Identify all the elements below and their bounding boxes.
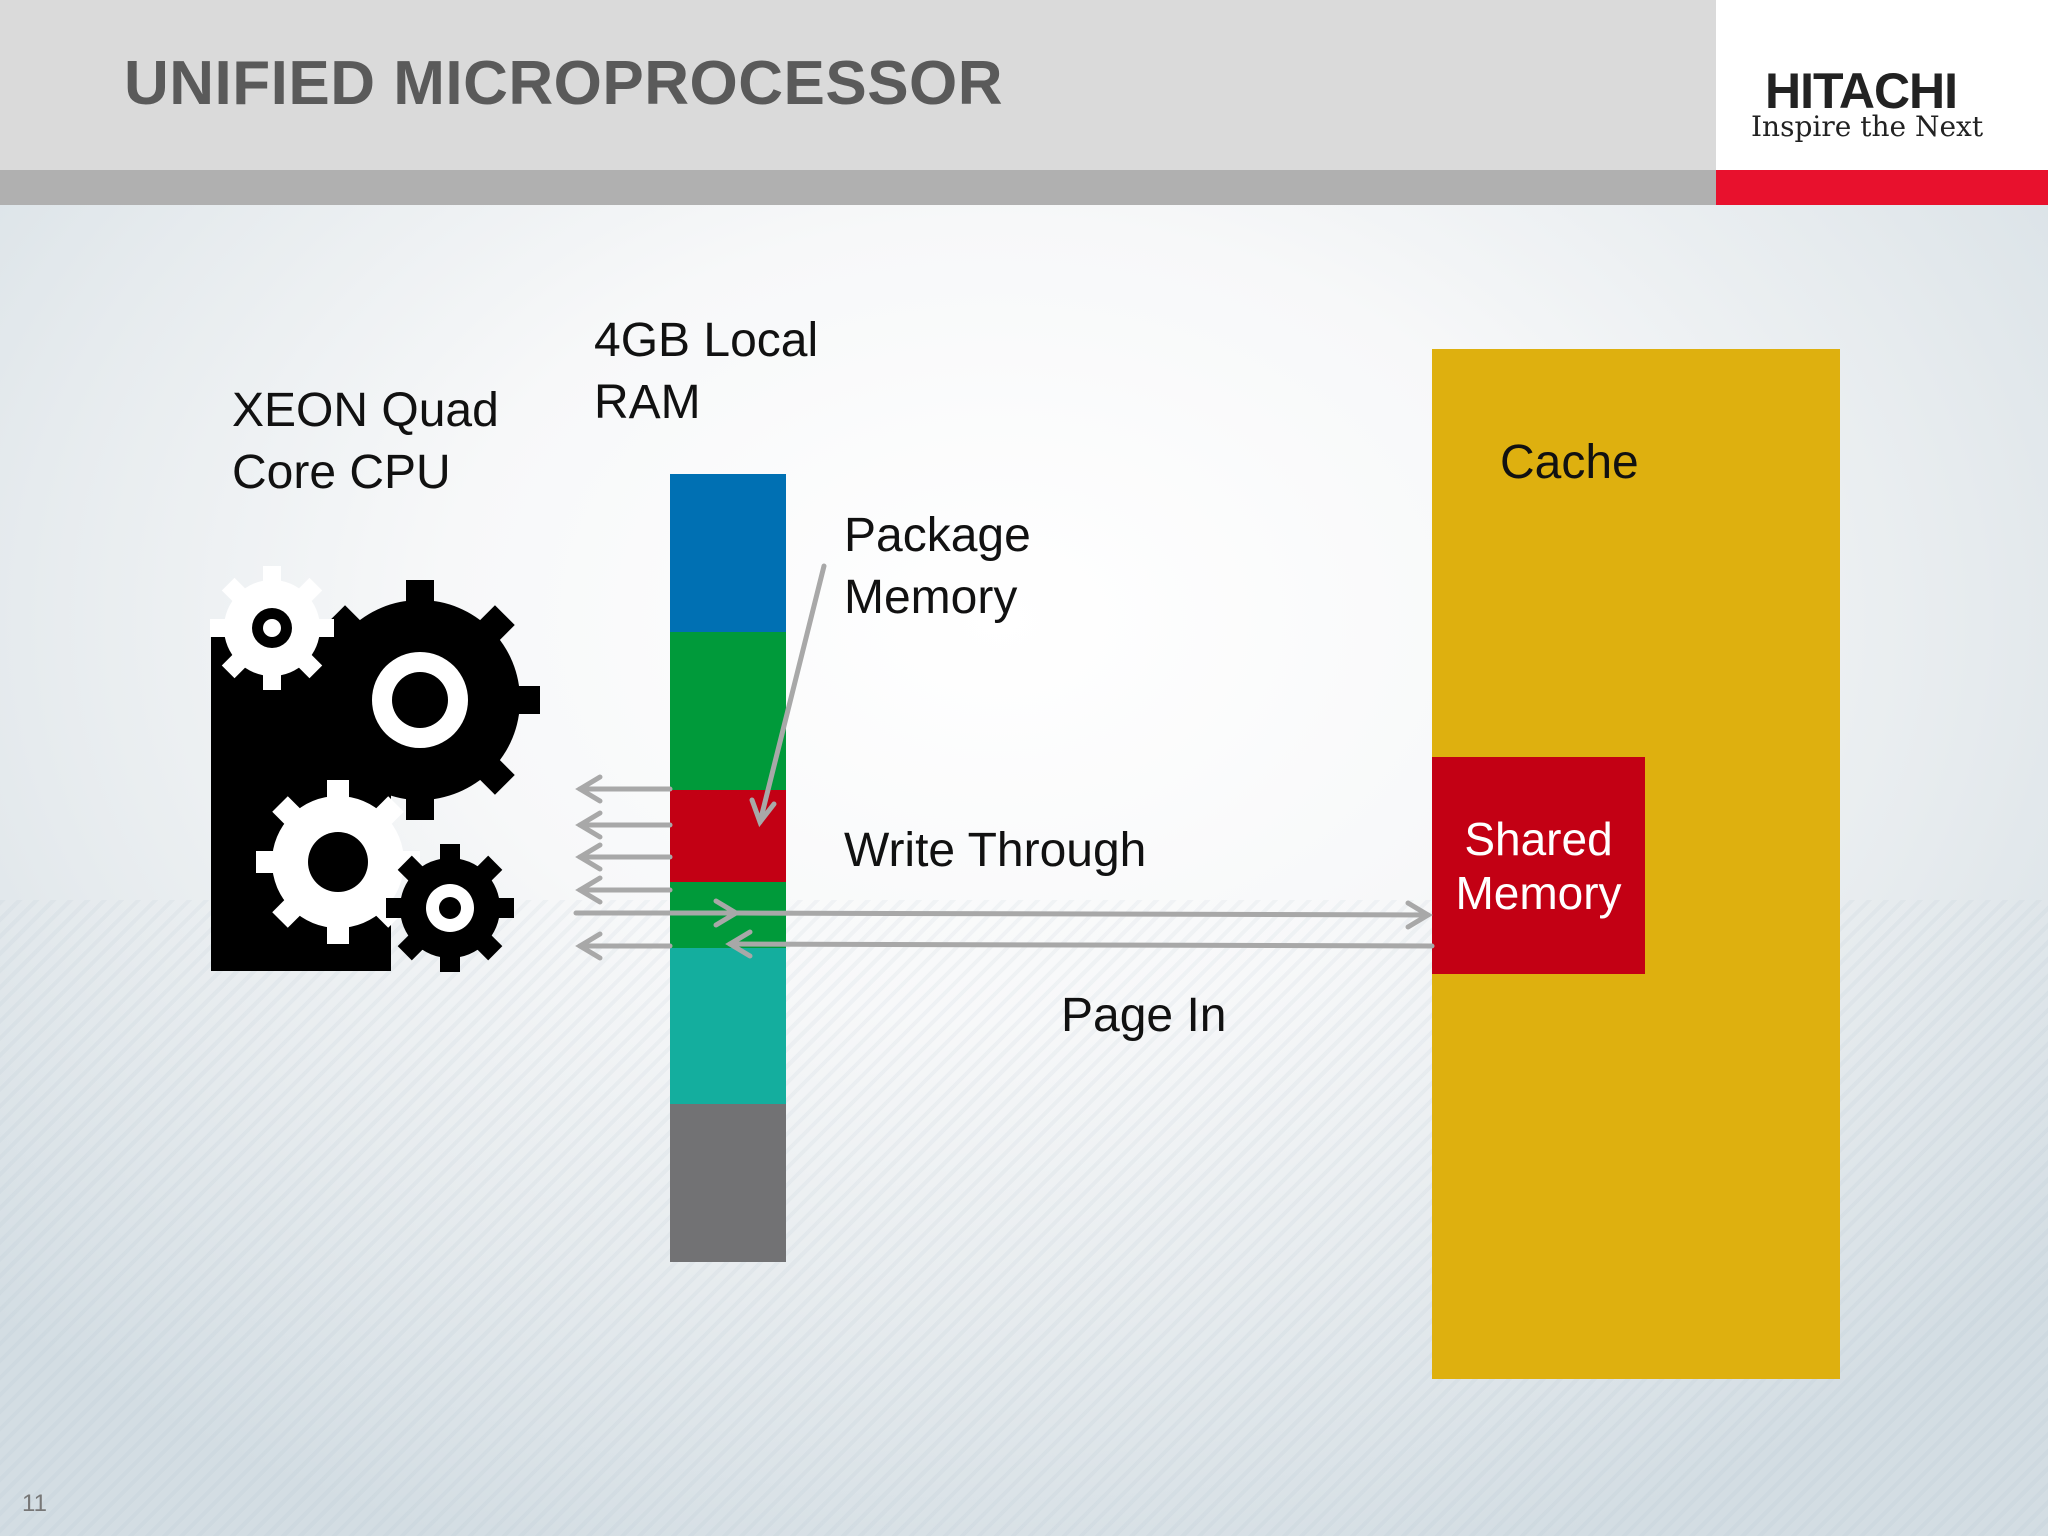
package-label-line2: Memory <box>844 571 1018 624</box>
cpu-label: XEON Quad Core CPU <box>232 380 499 504</box>
ram-segment-gray <box>670 1104 786 1262</box>
package-memory-label: Package Memory <box>844 505 1031 629</box>
page-in-label: Page In <box>1061 989 1227 1042</box>
cpu-gears-icon <box>210 566 540 972</box>
ram-to-cpu-arrows <box>575 774 673 961</box>
logo-tagline: Inspire the Next <box>1751 110 1984 143</box>
cache-label: Cache <box>1500 436 1639 489</box>
package-memory-pointer <box>749 563 827 828</box>
page-title: UNIFIED MICROPROCESSOR <box>124 49 1004 118</box>
data-flow-arrows <box>573 563 1435 961</box>
cpu-label-line1: XEON Quad <box>232 384 499 437</box>
ram-segment-blue <box>670 474 786 632</box>
shared-memory-block: Shared Memory <box>1432 757 1645 974</box>
page-in-arrow <box>725 929 1435 959</box>
ram-label: 4GB Local RAM <box>594 310 818 434</box>
write-through-arrow <box>573 898 1433 930</box>
logo-red-bar <box>1716 170 2048 205</box>
ram-label-line1: 4GB Local <box>594 314 819 367</box>
ram-label-line2: RAM <box>594 376 701 429</box>
cpu-label-line2: Core CPU <box>232 446 451 499</box>
logo-box <box>1716 0 2048 170</box>
package-label-line1: Package <box>844 509 1031 562</box>
write-through-label: Write Through <box>844 824 1147 877</box>
shared-label-line2: Memory <box>1455 866 1622 919</box>
header-underline <box>0 170 1716 205</box>
ram-segment-teal <box>670 948 786 1104</box>
logo-name: HITACHI <box>1765 63 1958 119</box>
header-bar <box>0 0 1716 170</box>
page-number: 11 <box>22 1490 47 1517</box>
ram-segment-green <box>670 632 786 790</box>
shared-label-line1: Shared <box>1464 812 1613 865</box>
